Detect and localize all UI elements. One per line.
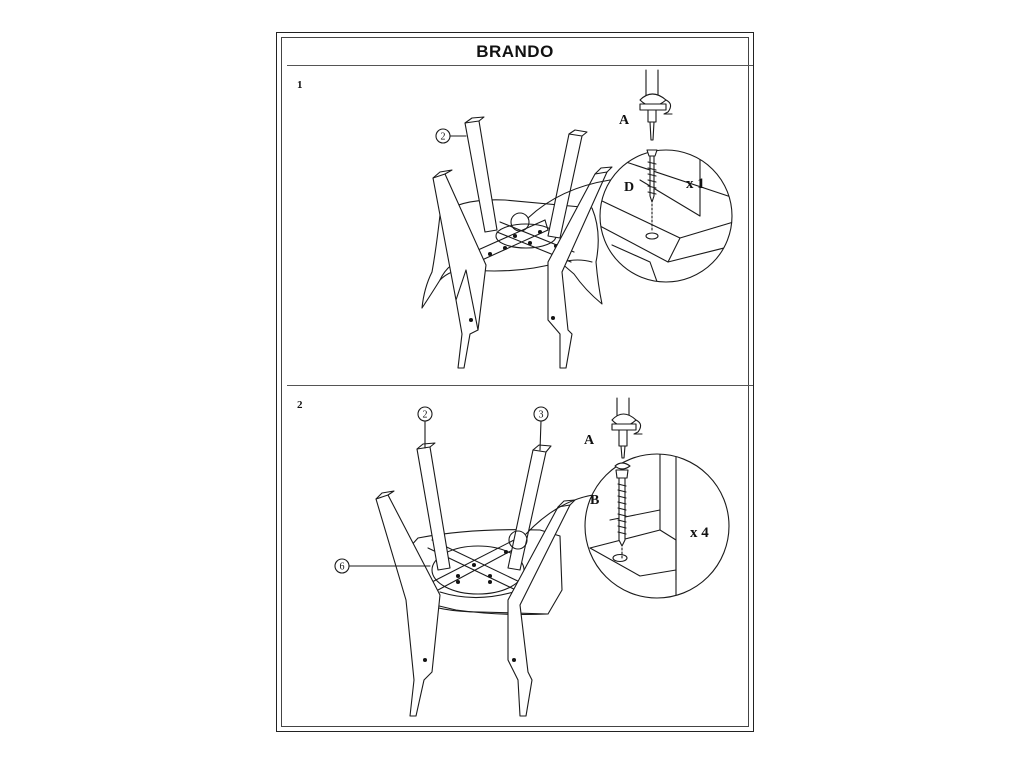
step-1-detail-zoom — [599, 69, 733, 283]
step-1-quantity: x 1 — [686, 176, 705, 192]
step-1-hardware-letter-d: D — [624, 180, 634, 195]
step-2-hardware-letter-b: B — [590, 493, 599, 508]
instruction-sheet-inner-border — [281, 37, 749, 727]
step-2-callout-part-6: 6 — [340, 562, 345, 573]
step-1-number: 1 — [297, 79, 303, 91]
step-1-hardware-letter-a: A — [619, 113, 630, 128]
instruction-sheet-frame: BRANDO 1 2 — [276, 32, 754, 732]
step-2-number: 2 — [297, 399, 303, 411]
step-2-chair-illustration — [334, 406, 601, 717]
step-2-callout-part-3: 3 — [539, 410, 544, 421]
step-2-detail-zoom — [584, 397, 730, 599]
sheet-title: BRANDO — [476, 42, 554, 61]
step-1-chair-illustration — [421, 116, 613, 369]
step-2-callout-part-2: 2 — [423, 410, 428, 421]
step-2-quantity: x 4 — [690, 525, 709, 541]
title-divider — [287, 65, 753, 66]
step-2-hardware-letter-a: A — [584, 433, 595, 448]
step-divider — [287, 385, 753, 386]
step-1-callout-part-2: 2 — [441, 132, 446, 143]
